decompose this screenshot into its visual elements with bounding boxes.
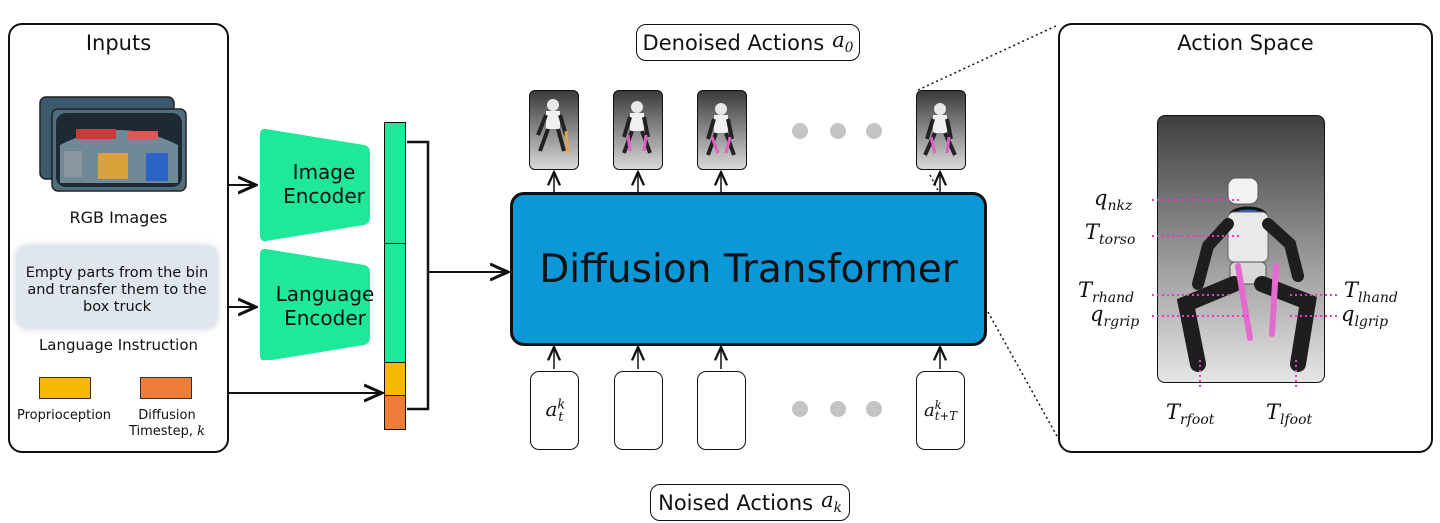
denoised-frame-last	[916, 90, 966, 170]
language-encoder: Language Encoder	[275, 282, 375, 330]
label-t-rfoot: Trfoot	[1166, 400, 1215, 429]
robot-icon	[622, 101, 652, 154]
ellipsis-dot	[830, 123, 846, 139]
robot-render	[1157, 115, 1325, 383]
action-space-title: Action Space	[1177, 31, 1314, 55]
denoised-frame-2	[613, 90, 663, 170]
image-encoder-shape	[260, 128, 370, 242]
ellipsis-dot	[866, 401, 882, 417]
proprio-token	[385, 363, 405, 396]
label-t-lhand: Tlhand	[1344, 278, 1398, 307]
noised-token-2	[614, 371, 663, 450]
timestep-caption: Diffusion Timestep, k	[128, 408, 206, 439]
label-t-lfoot: Tlfoot	[1266, 400, 1313, 429]
denoised-actions-label: Denoised Actions a0	[636, 24, 860, 61]
noised-actions-label: Noised Actions ak	[650, 484, 850, 521]
language-token	[385, 244, 405, 363]
language-encoder-shape	[260, 248, 370, 360]
robot-icon	[923, 103, 957, 156]
token-sequence	[384, 122, 406, 430]
ellipsis-dot	[792, 123, 808, 139]
label-t-torso: Ttorso	[1085, 220, 1136, 249]
robot-icon	[536, 99, 570, 154]
proprioception-swatch	[39, 377, 91, 399]
humanoid-robot-icon	[1176, 177, 1317, 372]
image-token	[385, 123, 405, 244]
label-q-nkz: qnkz	[1094, 186, 1133, 215]
rgb-images-thumbnail	[39, 96, 187, 192]
label-q-rgrip: qrgrip	[1090, 302, 1140, 331]
timestep-token	[385, 396, 405, 429]
language-instruction-box: Empty parts from the bin and transfer th…	[17, 246, 217, 328]
timestep-swatch	[140, 377, 192, 399]
robot-icon	[706, 103, 736, 156]
diffusion-transformer: Diffusion Transformer	[510, 192, 987, 346]
ellipsis-dot	[792, 401, 808, 417]
noised-token-first: akt	[530, 371, 579, 450]
denoised-frame-1	[529, 90, 579, 170]
zoom-line-bottom	[987, 311, 1059, 439]
noised-token-3	[697, 371, 746, 450]
noised-token-last: akt+T	[916, 371, 965, 450]
rgb-images-caption: RGB Images	[69, 208, 168, 227]
language-instruction-caption: Language Instruction	[38, 336, 199, 354]
zoom-line-top	[917, 24, 1059, 91]
proprioception-caption: Proprioception	[16, 408, 112, 423]
inputs-title: Inputs	[85, 31, 152, 55]
encoder-shapes	[260, 128, 370, 360]
token-bracket	[407, 140, 430, 411]
denoised-frame-3	[697, 90, 747, 170]
ellipsis-dot	[866, 123, 882, 139]
image-encoder: Image Encoder	[283, 160, 365, 208]
label-q-lgrip: qlgrip	[1341, 302, 1389, 331]
ellipsis-dot	[830, 401, 846, 417]
keypoint-lines	[1152, 199, 1340, 388]
label-t-rhand: Trhand	[1078, 278, 1135, 307]
